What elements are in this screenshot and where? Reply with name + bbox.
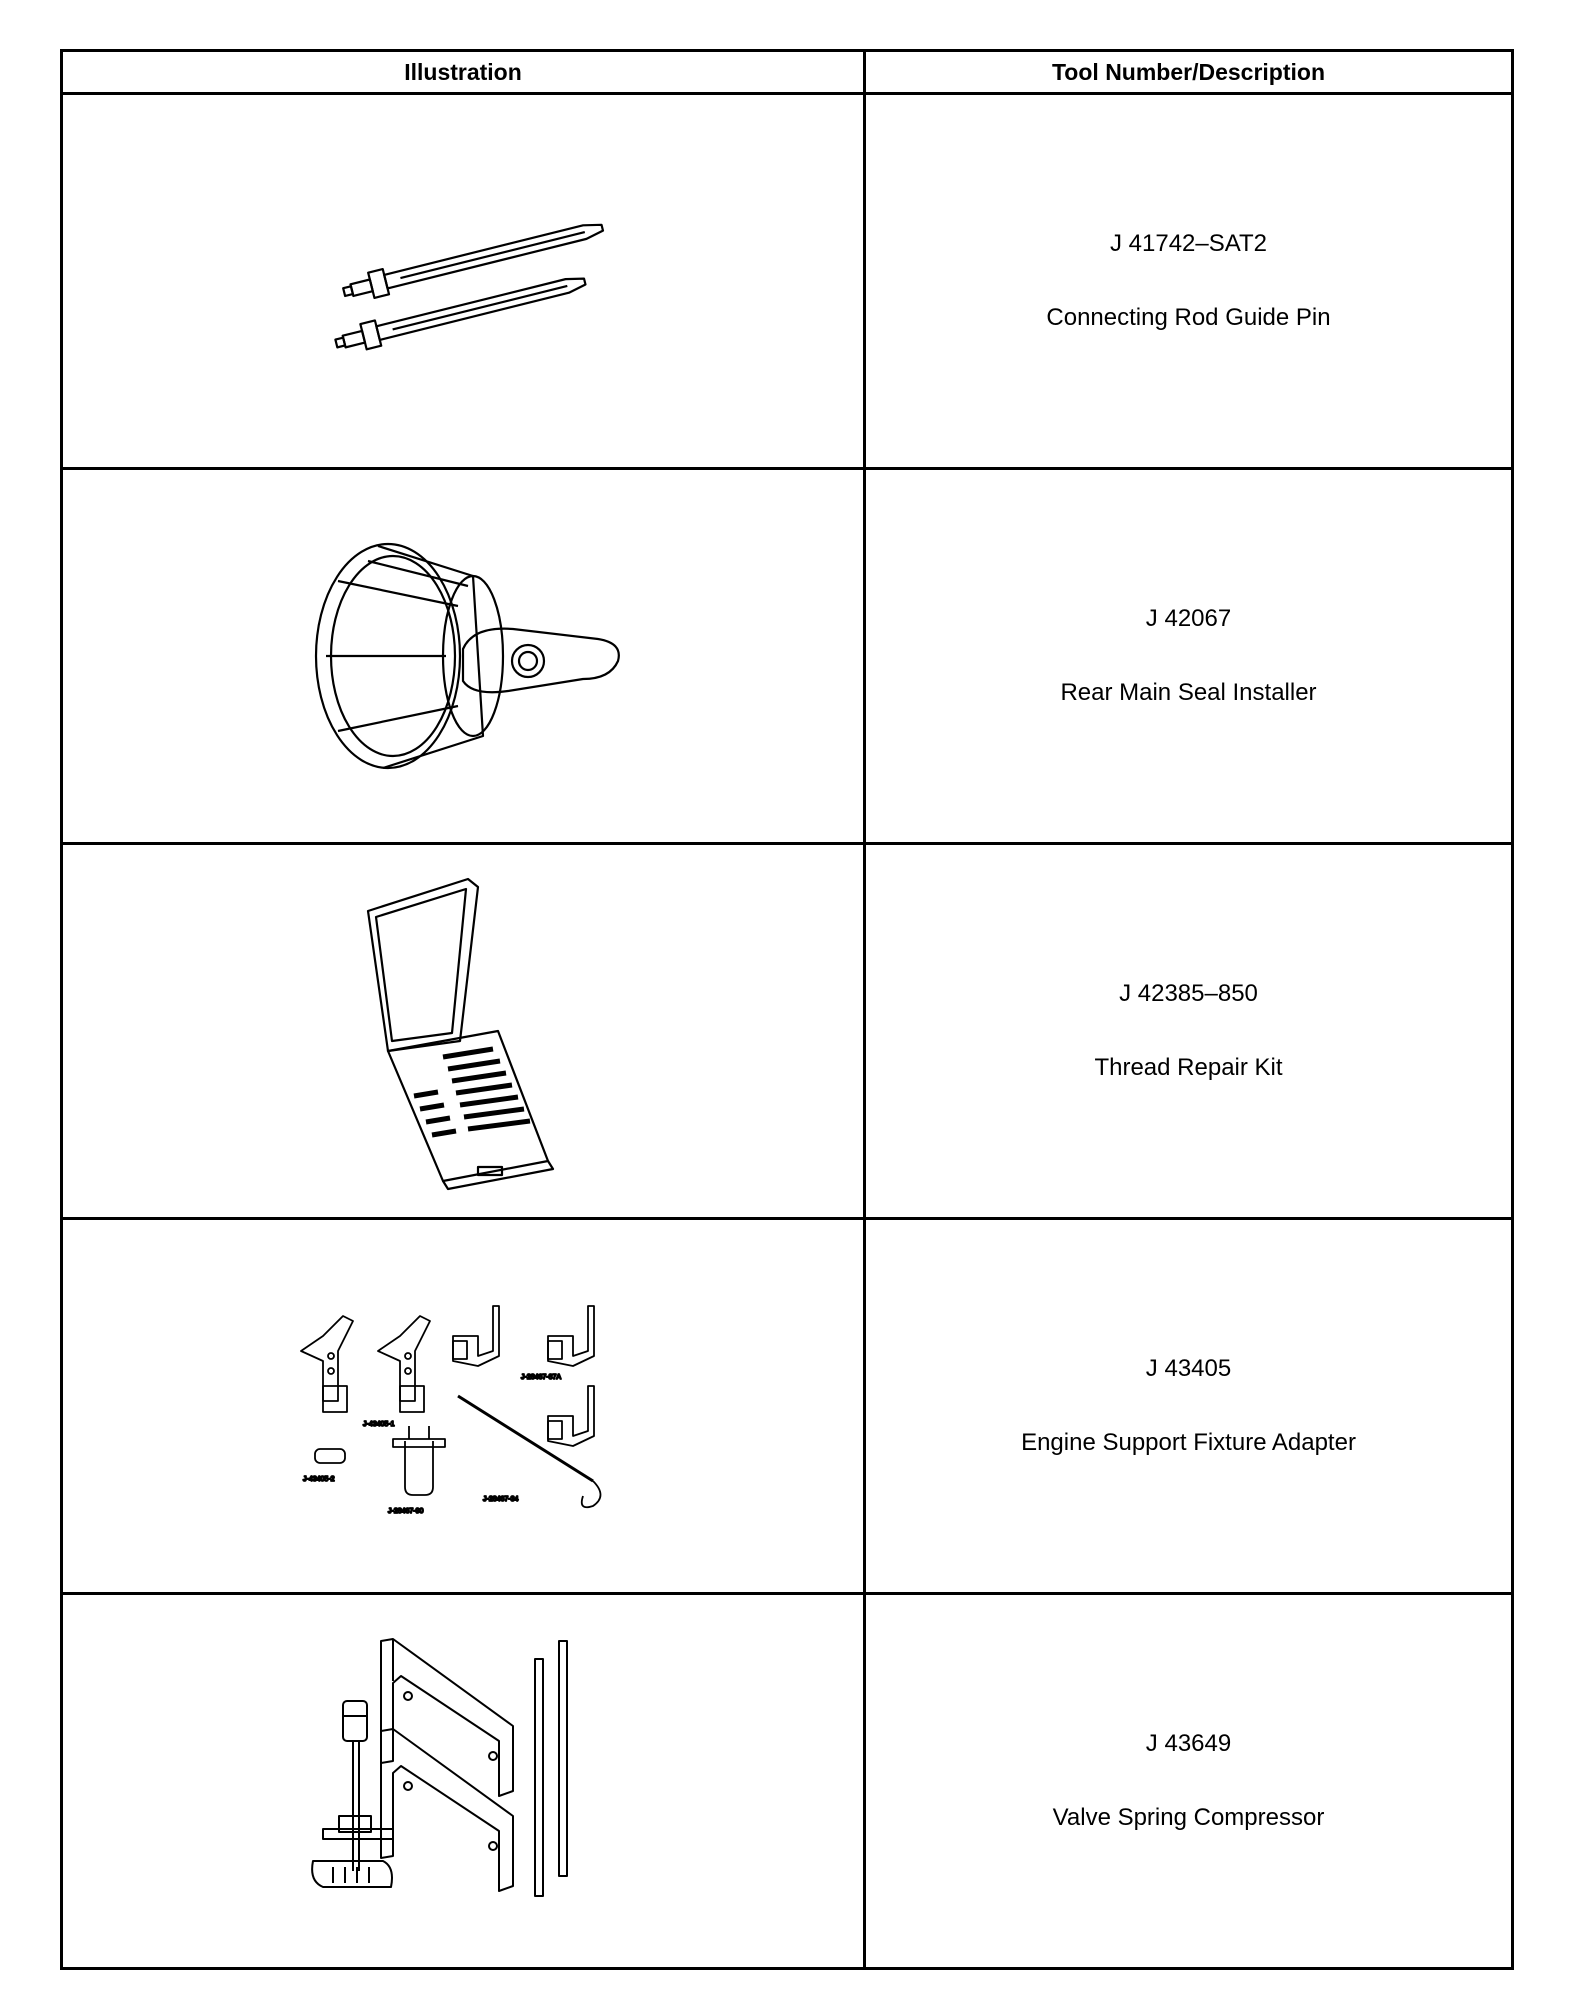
tool-name: Thread Repair Kit	[1094, 1054, 1283, 1081]
rear-main-seal-installer-icon	[314, 542, 620, 770]
tool-number: J 41742–SAT2	[1110, 230, 1267, 257]
tool-table: Illustration Tool Number/Description	[60, 49, 1514, 1970]
table-row: J 42067 Rear Main Seal Installer	[60, 467, 1514, 845]
tool-number: J 42067	[1145, 605, 1232, 632]
valve-spring-compressor-icon	[311, 1638, 568, 1897]
connecting-rod-guide-pin-icon	[334, 223, 605, 351]
tool-name: Engine Support Fixture Adapter	[1021, 1429, 1356, 1456]
illustration-cell	[60, 467, 866, 845]
part-label: J-43405-2	[303, 1476, 335, 1483]
illustration-cell: J-43405-1 J-43405-2 J-28467-87A J-28467-…	[60, 1217, 866, 1595]
table-row: J 41742–SAT2 Connecting Rod Guide Pin	[60, 92, 1514, 470]
part-label: J-28467-90	[388, 1508, 424, 1515]
header-description: Tool Number/Description	[863, 49, 1514, 95]
description-cell: J 42385–850 Thread Repair Kit	[863, 842, 1514, 1220]
tool-number: J 42385–850	[1119, 980, 1258, 1007]
description-cell: J 43405 Engine Support Fixture Adapter	[863, 1217, 1514, 1595]
engine-support-fixture-adapter-icon: J-43405-1 J-43405-2 J-28467-87A J-28467-…	[300, 1305, 602, 1516]
header-illustration: Illustration	[60, 49, 866, 95]
tool-name: Connecting Rod Guide Pin	[1046, 304, 1331, 331]
tool-number: J 43649	[1145, 1730, 1232, 1757]
illustration-cell	[60, 842, 866, 1220]
table-row: J 42385–850 Thread Repair Kit	[60, 842, 1514, 1220]
description-cell: J 43649 Valve Spring Compressor	[863, 1592, 1514, 1970]
thread-repair-kit-icon	[366, 877, 555, 1191]
part-label: J-43405-1	[363, 1421, 395, 1428]
tool-number: J 43405	[1145, 1355, 1232, 1382]
tool-name: Rear Main Seal Installer	[1060, 679, 1317, 706]
part-label: J-28467-87A	[521, 1374, 561, 1381]
illustration-cell	[60, 92, 866, 470]
illustration-cell	[60, 1592, 866, 1970]
table-row: J 43649 Valve Spring Compressor	[60, 1592, 1514, 1970]
description-cell: J 41742–SAT2 Connecting Rod Guide Pin	[863, 92, 1514, 470]
tool-name: Valve Spring Compressor	[1052, 1804, 1325, 1831]
description-cell: J 42067 Rear Main Seal Installer	[863, 467, 1514, 845]
header-row: Illustration Tool Number/Description	[60, 49, 1514, 95]
table-row: J-43405-1 J-43405-2 J-28467-87A J-28467-…	[60, 1217, 1514, 1595]
part-label: J-28467-34	[483, 1496, 519, 1503]
